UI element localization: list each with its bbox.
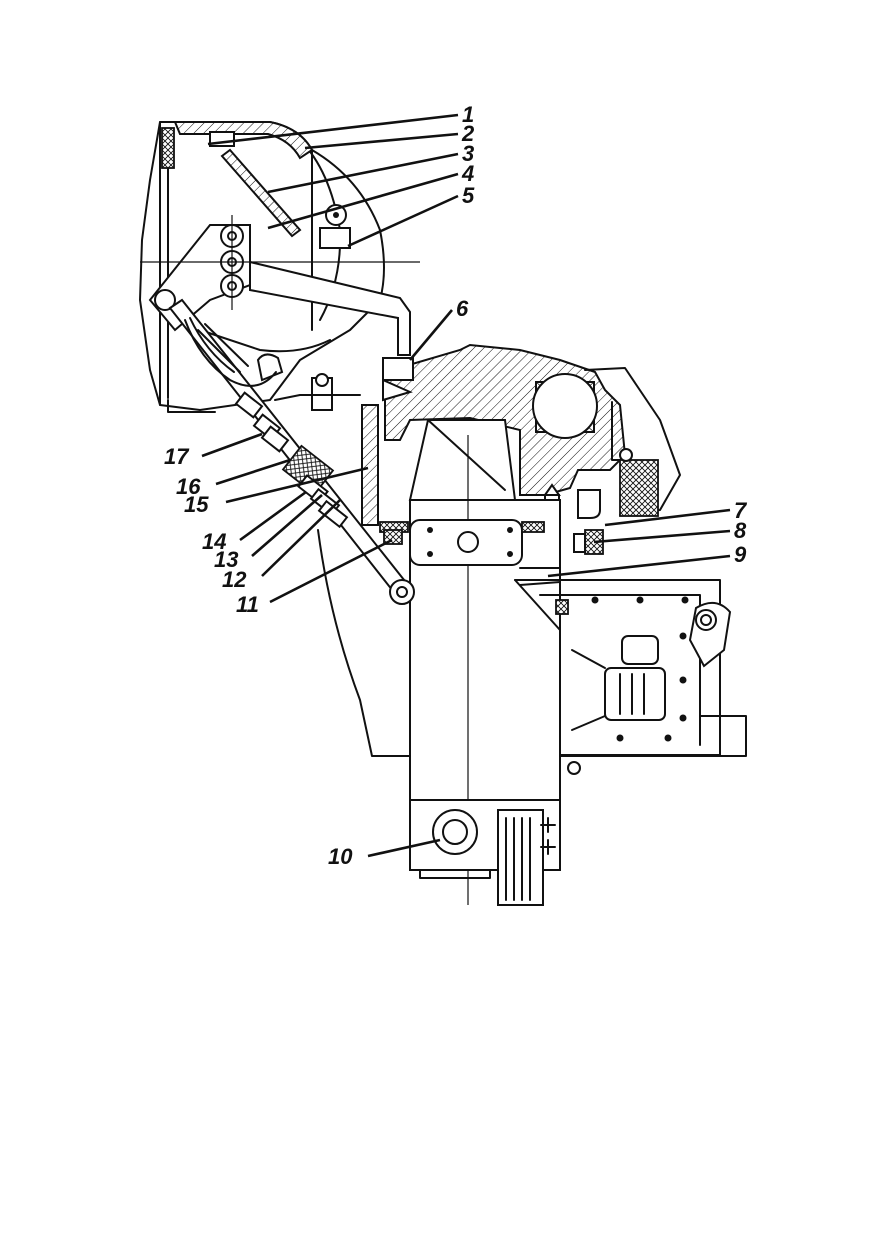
leader-16 <box>215 458 291 486</box>
leader-8 <box>593 529 731 544</box>
callout-14: 14 <box>202 529 226 554</box>
right-frame <box>514 567 747 775</box>
callout-7: 7 <box>734 498 748 523</box>
leader-lines <box>201 113 731 858</box>
callout-1: 1 <box>462 102 474 127</box>
leader-5 <box>347 194 459 248</box>
callout-12: 12 <box>222 567 247 592</box>
upper-housing <box>139 121 420 413</box>
leader-2 <box>304 132 459 150</box>
leader-7 <box>604 508 731 527</box>
callout-16: 16 <box>176 474 201 499</box>
leader-14 <box>239 490 307 542</box>
leader-11 <box>269 538 393 604</box>
leader-10 <box>367 838 441 858</box>
callout-4: 4 <box>461 161 474 186</box>
leader-15 <box>225 466 369 504</box>
callout-17: 17 <box>164 444 190 469</box>
callout-5: 5 <box>462 183 475 208</box>
callout-9: 9 <box>734 542 747 567</box>
leader-17 <box>201 432 263 458</box>
cylinder-column <box>379 419 561 906</box>
leader-4 <box>267 172 459 230</box>
leader-9 <box>547 554 731 578</box>
left-casing <box>274 394 411 757</box>
callout-2: 2 <box>461 121 475 146</box>
callout-3: 3 <box>462 141 474 166</box>
callout-8: 8 <box>734 518 747 543</box>
leader-6 <box>409 309 453 361</box>
callout-13: 13 <box>214 547 238 572</box>
leader-3 <box>267 152 459 194</box>
callout-6: 6 <box>456 296 469 321</box>
leader-12 <box>261 499 341 577</box>
callout-15: 15 <box>184 492 209 517</box>
callout-10: 10 <box>328 844 353 869</box>
callout-11: 11 <box>236 592 259 617</box>
callout-labels: 1 2 3 4 5 6 7 8 9 10 11 12 13 14 15 16 1… <box>164 102 748 869</box>
linkage-rod <box>168 298 415 605</box>
leader-1 <box>207 113 459 146</box>
leader-13 <box>251 494 323 557</box>
